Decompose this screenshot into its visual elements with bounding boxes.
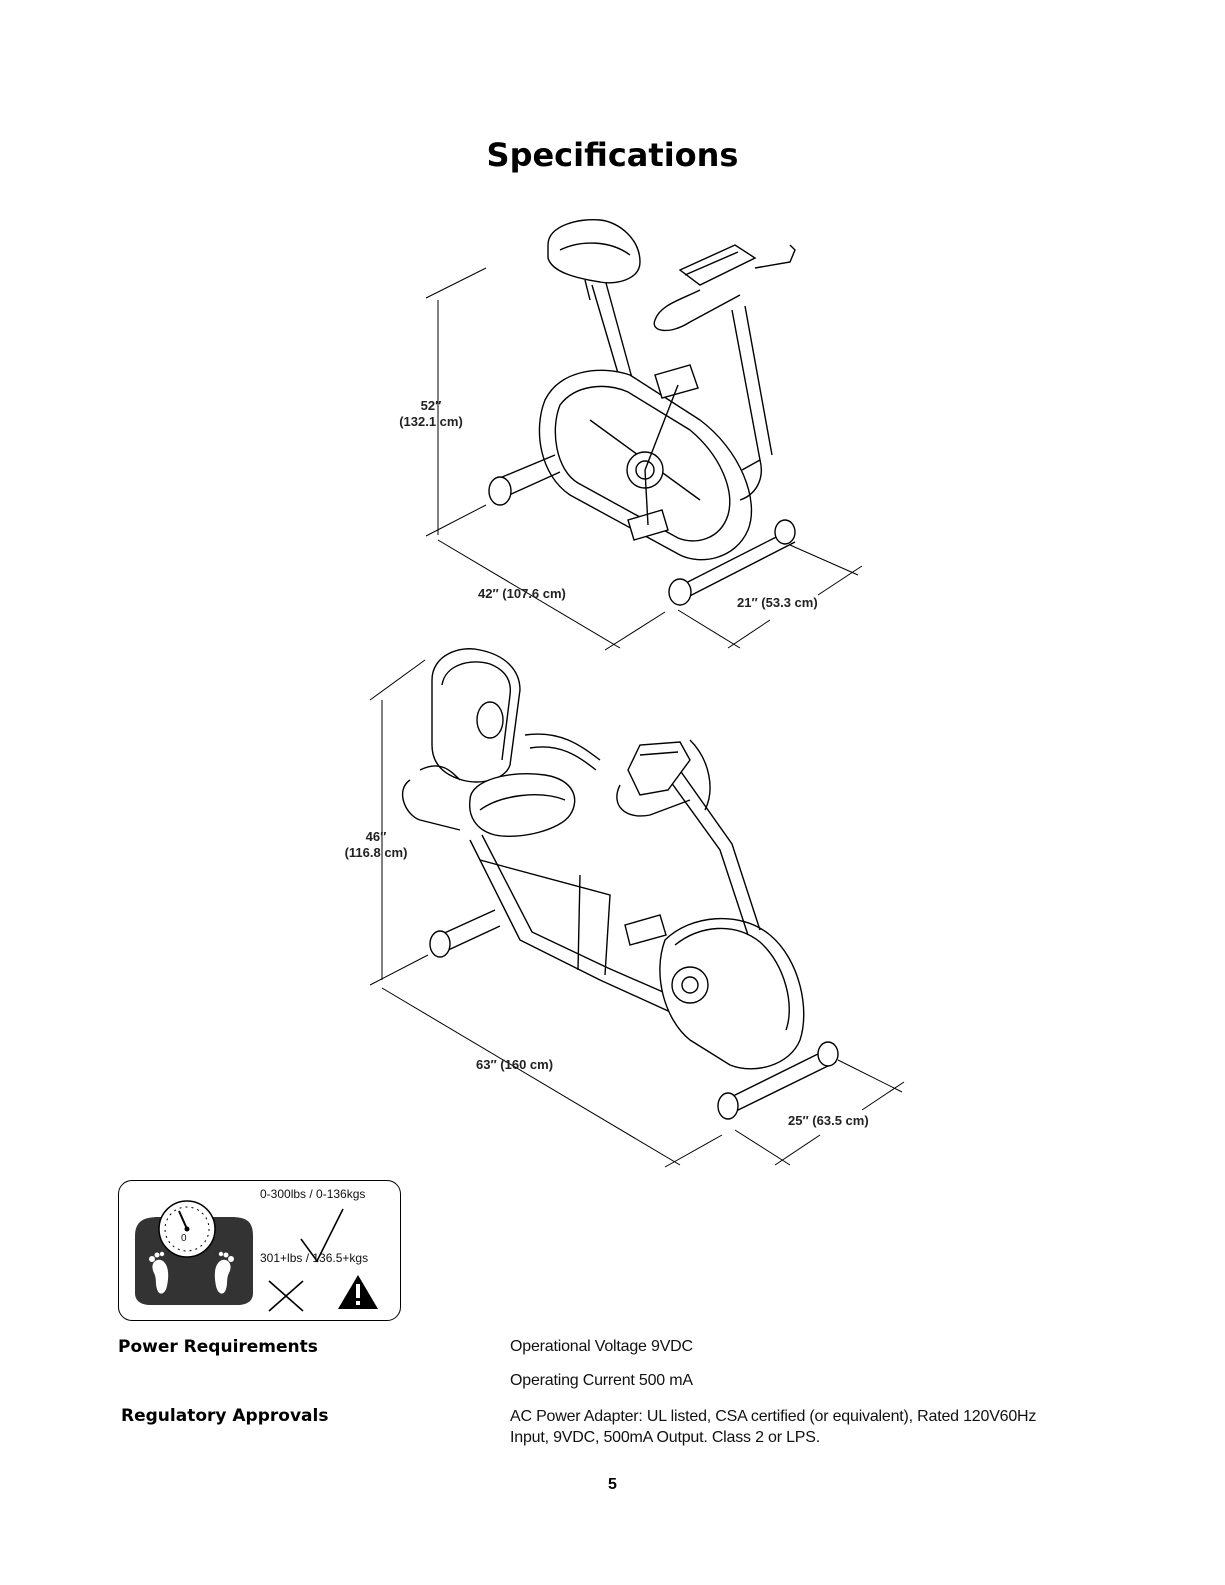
page-title: Specifications: [486, 136, 739, 174]
recumbent-height-cm: (116.8 cm): [344, 845, 408, 860]
weight-not-allowed-label: 301+lbs / 136.5+kgs: [260, 1251, 369, 1265]
page-number: 5: [608, 1476, 617, 1493]
recumbent-bike-drawing: [401, 648, 839, 1120]
operational-voltage: Operational Voltage 9VDC: [510, 1338, 693, 1355]
weight-scale-icon: [135, 1200, 378, 1312]
upright-width: 21″ (53.3 cm): [737, 595, 818, 610]
recumbent-height-in: 46″: [365, 829, 387, 844]
recumbent-width: 25″ (63.5 cm): [788, 1113, 869, 1128]
check-icon: [300, 1208, 344, 1263]
upright-bike-drawing: [488, 218, 796, 606]
regulatory-approvals-heading: Regulatory Approvals: [121, 1406, 329, 1426]
operating-current: Operating Current 500 mA: [510, 1372, 693, 1389]
upright-dimension-lines: [425, 267, 863, 651]
scale-zero-label: 0: [181, 1233, 187, 1244]
power-requirements-heading: Power Requirements: [118, 1337, 318, 1357]
regulatory-line-1: AC Power Adapter: UL listed, CSA certifi…: [510, 1408, 1037, 1425]
weight-allowed-label: 0-300lbs / 0-136kgs: [260, 1187, 366, 1201]
upright-height-cm: (132.1 cm): [399, 414, 463, 429]
regulatory-line-2: Input, 9VDC, 500mA Output. Class 2 or LP…: [510, 1429, 820, 1446]
recumbent-dimension-lines: [369, 659, 905, 1168]
recumbent-length: 63″ (160 cm): [476, 1057, 554, 1072]
upright-length: 42″ (107.6 cm): [478, 586, 566, 601]
weight-limit-box: 0 0-300lbs / 0-136kgs 301+lbs / 136.5+kg…: [118, 1180, 401, 1321]
x-mark-icon: [268, 1280, 304, 1312]
upright-height-in: 52″: [420, 398, 442, 413]
